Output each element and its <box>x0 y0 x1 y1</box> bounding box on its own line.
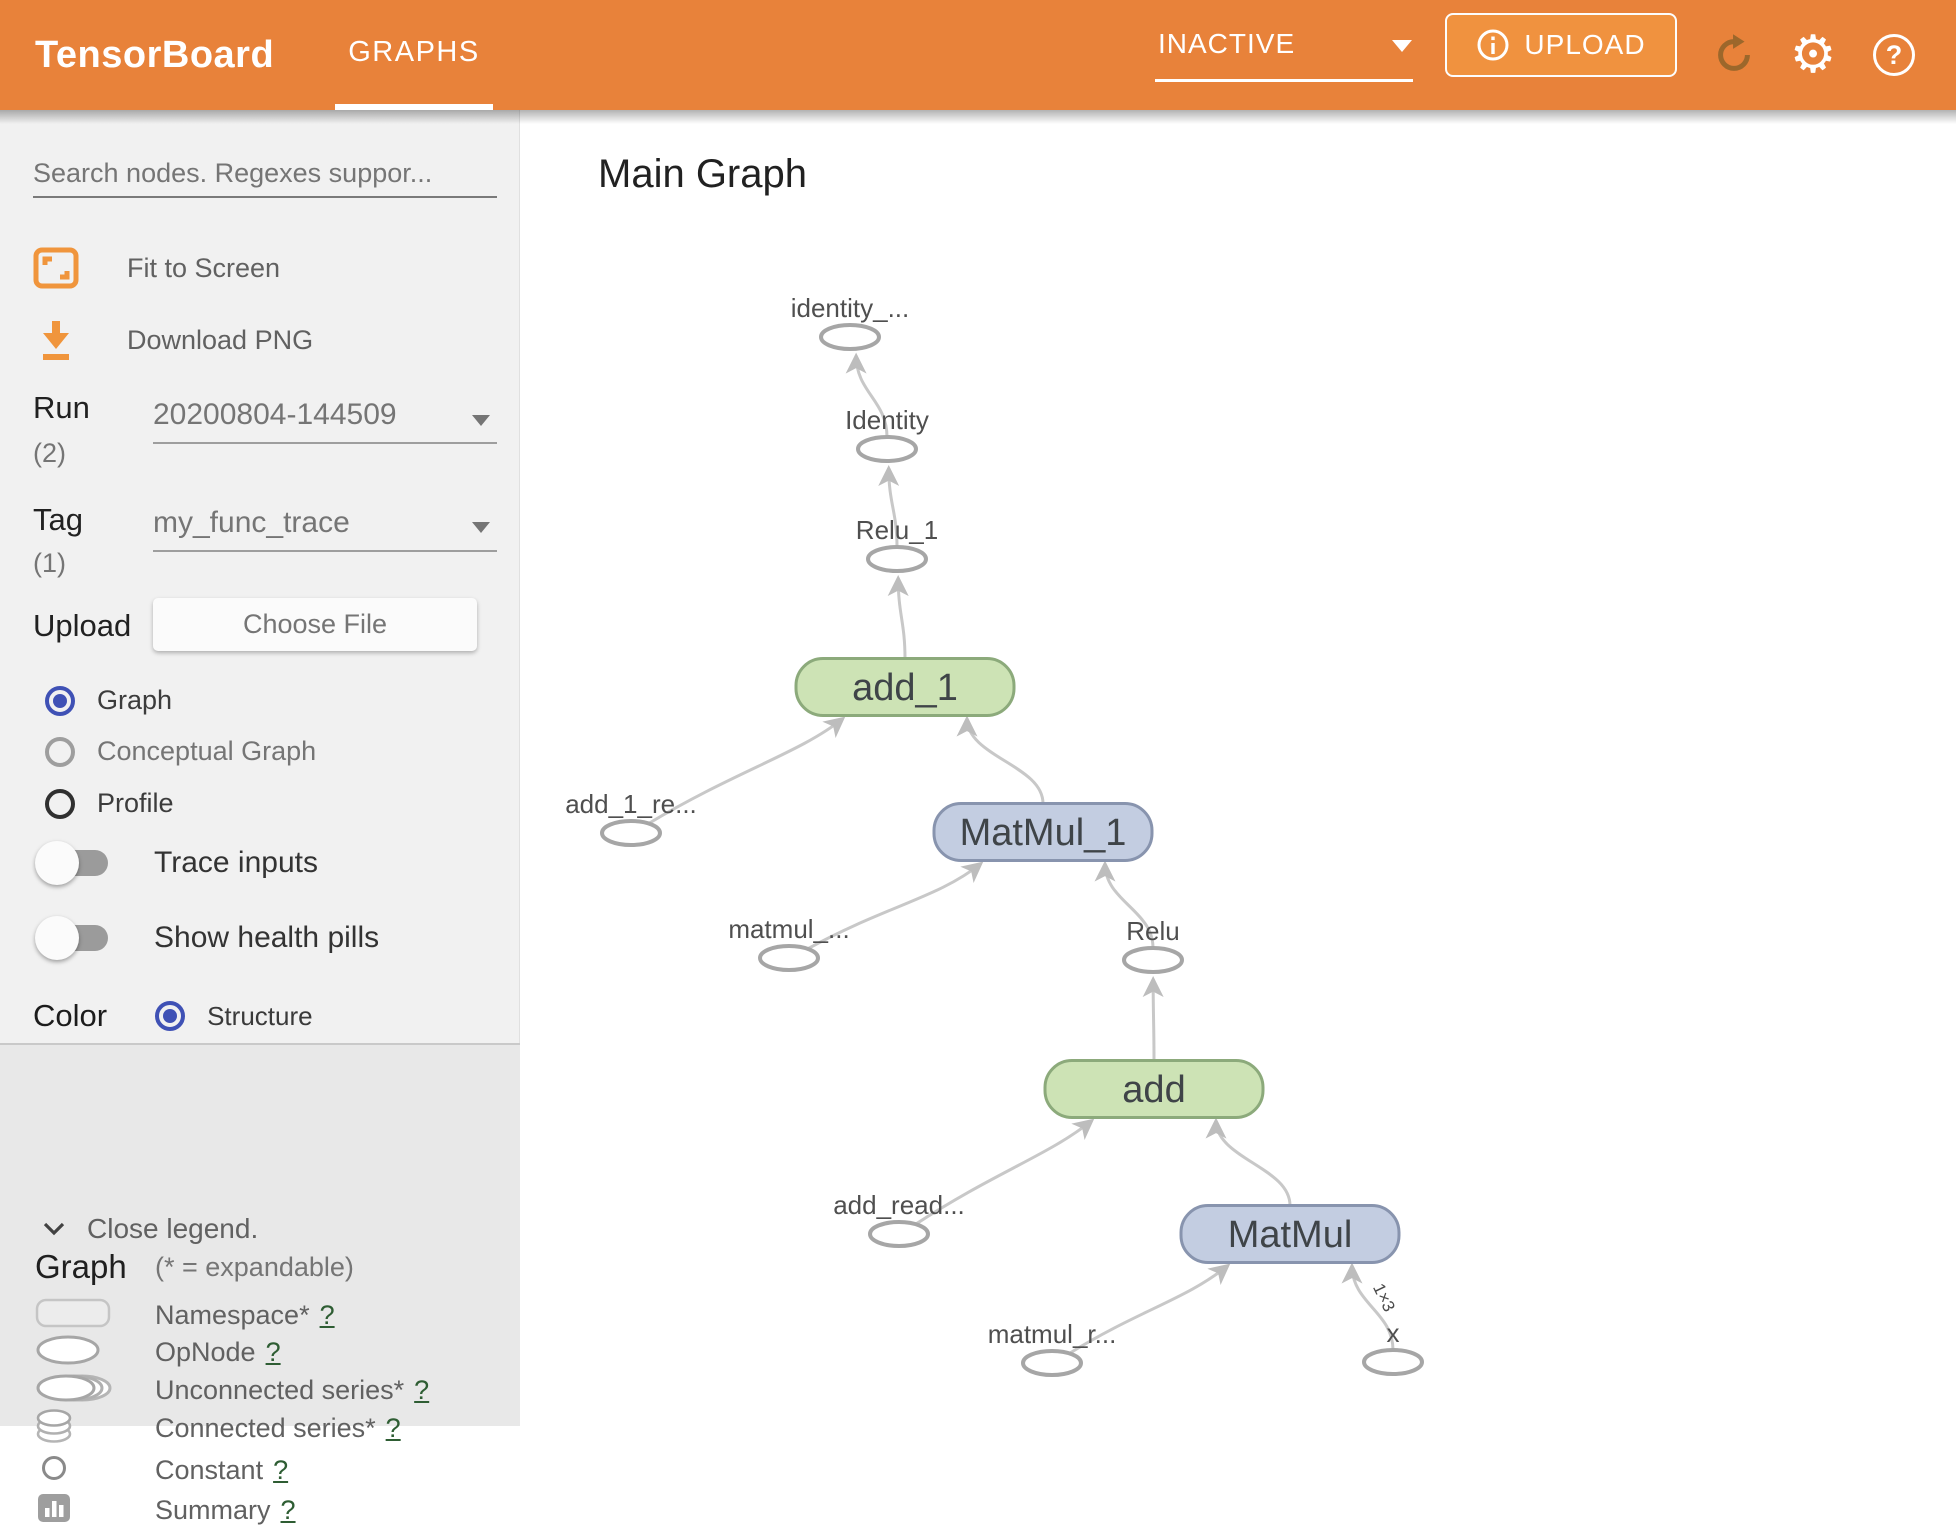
radio-graph[interactable]: Graph <box>45 685 172 716</box>
color-by-row: Color Structure <box>33 998 313 1034</box>
radio-conceptual-graph-label: Conceptual Graph <box>97 736 317 766</box>
info-icon <box>1477 29 1509 61</box>
namespace-icon <box>35 1298 111 1327</box>
sidebar: Fit to Screen Download PNG Run (2) 20200… <box>0 110 520 1525</box>
constant-icon <box>42 1455 66 1480</box>
legend-header: Graph (* = expandable) <box>35 1248 354 1286</box>
download-png-button[interactable]: Download PNG <box>33 316 313 364</box>
run-count: (2) <box>33 438 66 468</box>
gear-icon: ⚙ <box>1789 26 1837 84</box>
legend-item-help-link[interactable]: ? <box>385 1412 401 1443</box>
summary-icon <box>38 1493 70 1522</box>
status-dropdown-value[interactable]: INACTIVE <box>1158 28 1296 59</box>
legend-item-label: Summary <box>155 1494 271 1525</box>
run-select-value[interactable]: 20200804-144509 <box>153 398 397 431</box>
radio-selected-icon[interactable] <box>45 685 75 716</box>
legend-item-connected-series: Connected series* ? <box>35 1408 505 1448</box>
legend-item-help-link[interactable]: ? <box>265 1336 281 1367</box>
help-button[interactable]: ? <box>1868 0 1920 110</box>
fit-to-screen-button[interactable]: Fit to Screen <box>33 244 280 292</box>
legend-item-namespace: Namespace* ? <box>35 1295 505 1335</box>
legend-item-label: OpNode <box>155 1336 256 1367</box>
tab-graphs[interactable]: GRAPHS <box>348 36 480 68</box>
status-dropdown[interactable]: INACTIVE <box>1155 0 1415 110</box>
choose-file-button[interactable]: Choose File <box>153 598 477 651</box>
download-icon <box>43 321 69 360</box>
legend-item-unconnected-series: Unconnected series* ? <box>35 1370 505 1410</box>
legend-item-label: Constant <box>155 1454 264 1485</box>
search-input[interactable] <box>33 150 497 198</box>
tag-count: (1) <box>33 548 66 578</box>
run-label: Run <box>33 390 90 425</box>
main-graph-panel: Main Graph <box>521 110 1956 1426</box>
color-structure-label: Structure <box>207 1000 313 1031</box>
legend-item-summary: Summary ? <box>35 1490 505 1530</box>
download-png-label: Download PNG <box>127 324 314 355</box>
status-dropdown-underline <box>1155 79 1413 82</box>
legend-item-constant: Constant ? <box>35 1450 505 1490</box>
show-health-pills-toggle[interactable]: Show health pills <box>35 916 380 960</box>
legend-item-label: Unconnected series* <box>155 1374 405 1405</box>
legend-item-opnode: OpNode ? <box>35 1332 505 1372</box>
upload-label: Upload <box>33 608 132 643</box>
trace-inputs-toggle[interactable]: Trace inputs <box>35 841 318 885</box>
close-legend-button[interactable]: Close legend. <box>43 1213 258 1245</box>
radio-profile[interactable]: Profile <box>45 788 174 819</box>
legend-item-help-link[interactable]: ? <box>319 1299 335 1330</box>
toggle-off-icon[interactable] <box>35 841 108 885</box>
trace-inputs-label: Trace inputs <box>154 846 318 879</box>
run-select-underline <box>153 442 497 444</box>
unconnected-series-icon <box>36 1374 112 1401</box>
legend-item-help-link[interactable]: ? <box>280 1494 296 1525</box>
tab-active-underline <box>335 104 493 110</box>
radio-unselected-icon[interactable] <box>45 788 75 819</box>
legend-section-note: (* = expandable) <box>155 1252 354 1282</box>
chevron-down-icon <box>43 1222 65 1236</box>
legend-item-help-link[interactable]: ? <box>414 1374 430 1405</box>
show-health-pills-label: Show health pills <box>154 921 380 954</box>
radio-selected-icon[interactable] <box>155 1001 186 1031</box>
toggle-off-icon[interactable] <box>35 916 108 960</box>
legend-panel: Close legend. Graph (* = expandable) Nam… <box>0 1045 520 1525</box>
main-graph-title: Main Graph <box>598 152 807 196</box>
radio-unselected-icon[interactable] <box>45 736 75 767</box>
refresh-button[interactable] <box>1708 0 1760 110</box>
chevron-down-icon[interactable] <box>472 415 490 426</box>
legend-item-label: Connected series* <box>155 1412 376 1443</box>
color-label: Color <box>33 998 108 1033</box>
legend-item-label: Namespace* <box>155 1299 310 1330</box>
refresh-icon <box>1718 34 1750 71</box>
settings-button[interactable]: ⚙ <box>1785 0 1841 110</box>
chevron-down-icon[interactable] <box>472 522 490 533</box>
tag-select-value[interactable]: my_func_trace <box>153 506 350 539</box>
opnode-icon <box>36 1335 100 1364</box>
radio-profile-label: Profile <box>97 788 174 818</box>
app-title: TensorBoard <box>35 34 275 76</box>
legend-item-help-link[interactable]: ? <box>273 1454 289 1485</box>
legend-divider <box>0 1043 520 1045</box>
fit-to-screen-label: Fit to Screen <box>127 252 281 283</box>
help-icon: ? <box>1873 34 1915 76</box>
upload-button-label: UPLOAD <box>1524 29 1646 60</box>
radio-graph-label: Graph <box>97 685 173 715</box>
radio-conceptual-graph[interactable]: Conceptual Graph <box>45 736 316 767</box>
fit-to-screen-icon <box>33 247 79 289</box>
close-legend-label: Close legend. <box>87 1213 259 1244</box>
upload-button[interactable]: UPLOAD <box>1445 13 1677 77</box>
header-bar: TensorBoard GRAPHS INACTIVE UPLOAD ⚙ <box>0 0 1956 110</box>
tag-select-underline <box>153 550 497 552</box>
legend-section-title: Graph <box>35 1248 127 1285</box>
chevron-down-icon[interactable] <box>1392 40 1412 52</box>
tag-label: Tag <box>33 502 83 537</box>
